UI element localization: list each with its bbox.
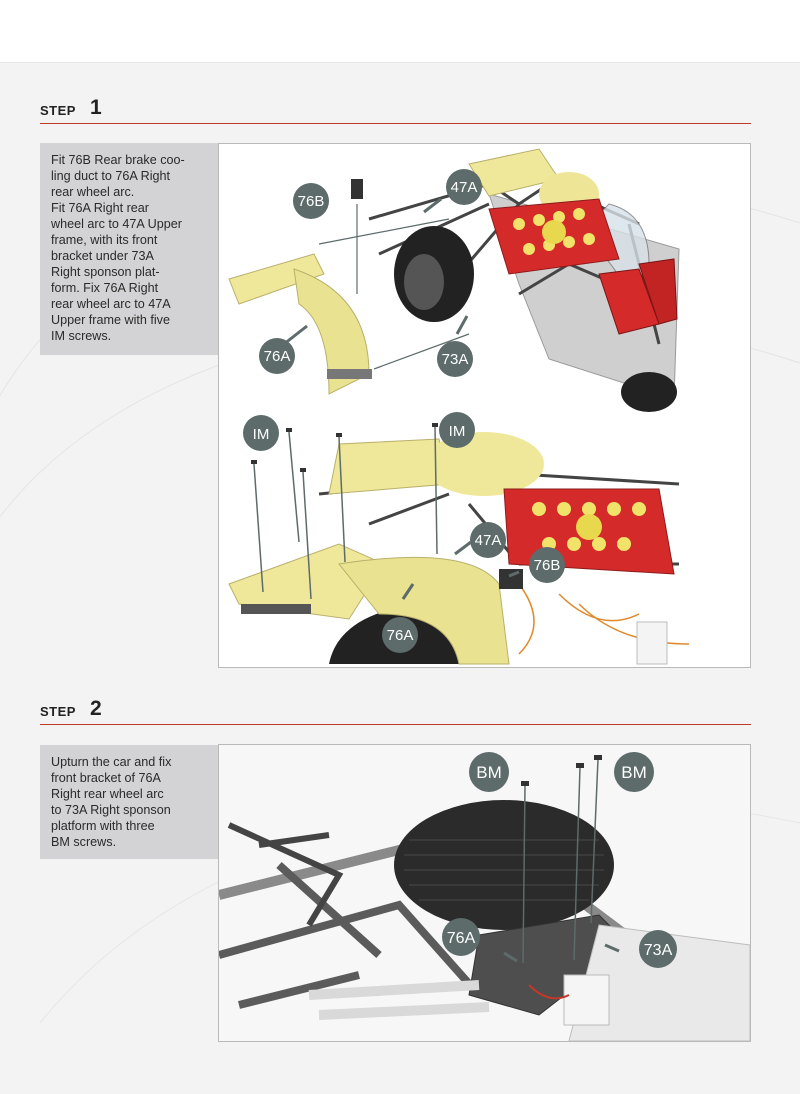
callout-im-left: IM [243,415,279,451]
svg-text:BM: BM [476,763,502,782]
arrow-icon [503,951,518,963]
step-2-label: STEP [40,704,76,719]
red-wire [528,984,570,1000]
svg-text:76A: 76A [447,930,476,947]
figure-b-screw-view: IM IM 47A 76B 76A [228,412,690,665]
step-2-instructions: Upturn the car and fix front bracket of … [40,745,218,859]
callout-73a: 73A [437,341,473,377]
svg-text:73A: 73A [442,351,469,368]
arrow-icon [455,315,469,335]
exhaust-pipes [308,980,490,1020]
engine-intakes [532,502,646,551]
step-2-illustration: BM BM 76A 73A [219,745,750,1041]
instruction-line: BM screws. [51,835,117,849]
svg-text:76B: 76B [298,193,325,210]
instruction-line: rear wheel arc. [51,185,135,199]
svg-text:73A: 73A [644,942,673,959]
assembly-lines [318,204,470,370]
wheel-arc-76a-top [228,253,325,305]
step-1-header: STEP 1 [40,96,751,124]
arrow-icon [423,197,442,214]
callout-bm-right: BM [614,752,654,792]
svg-text:76A: 76A [264,348,291,365]
page-top-band [0,0,800,63]
arrow-icon [283,324,308,346]
figure-a-exploded-view: 76B 47A 76A 73A [228,148,680,412]
instruction-line: Right rear wheel arc [51,787,164,801]
instruction-line: platform with three [51,819,155,833]
step-1-illustration-panel: 76B 47A 76A 73A [218,143,751,668]
arrow-icon [454,540,472,556]
engine-intakes [513,208,595,255]
screw-heads [521,755,602,786]
callout-76a: 76A [382,617,418,653]
arrow-icon [401,583,415,600]
tyre-tread [404,839,604,901]
im-screws [253,426,438,600]
instruction-line: wheel arc to 47A Upper [51,217,182,231]
step-2-number: 2 [90,697,102,720]
callout-76a: 76A [442,918,480,956]
rear-tyre [394,800,614,930]
step-1-instructions: Fit 76B Rear brake coo- ling duct to 76A… [40,143,218,355]
svg-text:IM: IM [449,423,466,440]
callout-73a: 73A [639,930,677,968]
callout-76a: 76A [259,338,295,374]
instruction-line: Right sponson plat- [51,265,160,279]
connector-block [563,974,610,1026]
front-tyre [621,372,677,412]
callout-76b: 76B [293,183,329,219]
arrow-icon [604,943,620,953]
svg-text:47A: 47A [475,532,502,549]
instruction-line: rear wheel arc to 47A [51,297,171,311]
instruction-line: Fit 76B Rear brake coo- [51,153,185,167]
instruction-line: front bracket of 76A [51,771,161,785]
rear-rim [404,254,444,310]
wiring-harness [518,583,690,655]
body-panel [424,432,544,496]
suspension-links [227,822,344,927]
callout-47a: 47A [446,169,482,205]
svg-text:47A: 47A [451,179,478,196]
instruction-line: frame, with its front [51,233,158,247]
instruction-line: IM screws. [51,329,112,343]
svg-text:IM: IM [253,426,270,443]
instruction-line: Fit 76A Right rear [51,201,149,215]
step-1-number: 1 [90,96,102,119]
front-bracket [327,369,372,379]
fluid-reservoir [636,621,668,665]
callout-76b: 76B [529,547,565,583]
instruction-line: ling duct to 76A Right [51,169,171,183]
arrow-icon [508,570,520,578]
instruction-line: form. Fix 76A Right [51,281,159,295]
screw-heads [251,423,438,472]
instruction-line: bracket under 73A [51,249,154,263]
svg-text:76A: 76A [387,627,414,644]
callout-47a: 47A [470,522,506,558]
step-2-illustration-panel: BM BM 76A 73A [218,744,751,1042]
step-1-illustration: 76B 47A 76A 73A [228,148,690,665]
callout-bm-left: BM [469,752,509,792]
passenger-seat [638,258,678,325]
suspension-arms [219,862,482,1009]
instruction-line: to 73A Right sponson [51,803,171,817]
front-bracket [241,604,311,614]
brake-duct-76b [499,569,523,589]
instruction-line: Upturn the car and fix [51,755,172,769]
svg-text:76B: 76B [534,557,561,574]
svg-text:BM: BM [621,763,647,782]
callout-im-right: IM [439,412,475,448]
step-1-label: STEP [40,103,76,118]
instruction-line: Upper frame with five [51,313,170,327]
step-2-header: STEP 2 [40,697,751,725]
bm-screws [522,758,599,964]
brake-duct-76b [351,179,363,199]
